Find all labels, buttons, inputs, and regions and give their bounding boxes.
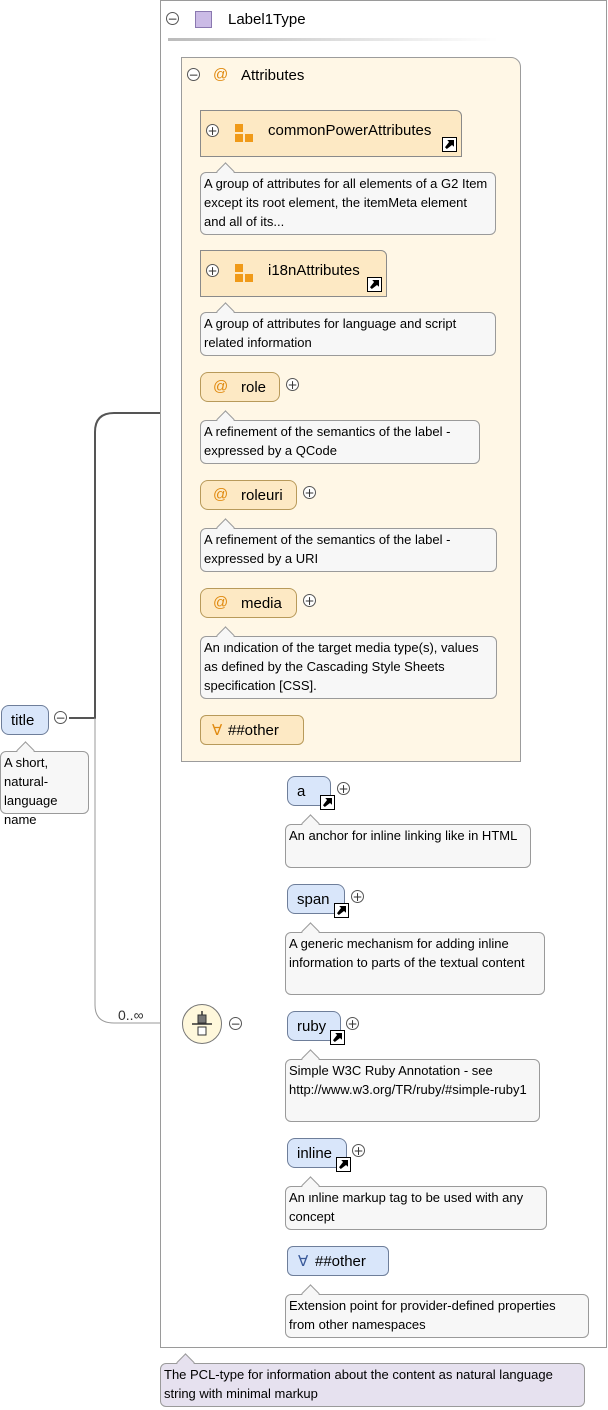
group-name: i18nAttributes bbox=[268, 262, 360, 279]
element-description: An anchor for inline linking like in HTM… bbox=[285, 824, 531, 868]
group-i18nAttributes[interactable] bbox=[200, 250, 387, 297]
group-description: A group of attributes for language and s… bbox=[200, 312, 496, 356]
expand-attribute-toggle[interactable]: + bbox=[286, 378, 299, 392]
attribute-icon: @ bbox=[213, 486, 229, 503]
element-name: title bbox=[11, 712, 35, 729]
group-name: commonPowerAttributes bbox=[268, 122, 432, 139]
collapse-element-toggle[interactable]: − bbox=[54, 711, 67, 725]
element-description: An inline markup tag to be used with any… bbox=[285, 1186, 547, 1230]
element-description: A short, natural-language name bbox=[0, 751, 89, 827]
attribute-any-other[interactable] bbox=[200, 715, 304, 745]
attribute-description: An indication of the target media type(s… bbox=[200, 636, 497, 699]
attribute-role[interactable] bbox=[200, 372, 280, 402]
expand-element-toggle[interactable]: + bbox=[337, 782, 350, 796]
element-title[interactable] bbox=[1, 705, 49, 735]
expand-element-toggle[interactable]: + bbox=[352, 1144, 365, 1158]
choice-compositor-icon[interactable] bbox=[182, 1004, 222, 1044]
attribute-description: A refinement of the semantics of the lab… bbox=[200, 420, 480, 464]
wildcard-icon: ∀ bbox=[212, 722, 223, 739]
group-description: A group of attributes for all elements o… bbox=[200, 172, 496, 235]
attribute-icon: @ bbox=[213, 378, 229, 395]
reference-arrow-icon[interactable] bbox=[330, 1030, 345, 1045]
element-description: Extension point for provider-defined pro… bbox=[285, 1294, 589, 1338]
element-description: A generic mechanism for adding inline in… bbox=[285, 932, 545, 995]
expand-attribute-toggle[interactable]: + bbox=[303, 486, 316, 500]
expand-group-toggle[interactable]: + bbox=[206, 124, 219, 138]
complex-type-icon bbox=[195, 11, 212, 28]
group-commonPowerAttributes[interactable] bbox=[200, 110, 462, 157]
attribute-roleuri[interactable] bbox=[200, 480, 297, 510]
element-name: inline bbox=[297, 1145, 333, 1162]
element-any-other[interactable] bbox=[287, 1246, 389, 1276]
element-name: span bbox=[297, 891, 330, 908]
reference-arrow-icon[interactable] bbox=[334, 903, 349, 918]
reference-arrow-icon[interactable] bbox=[320, 795, 335, 810]
reference-arrow-icon[interactable] bbox=[336, 1157, 351, 1172]
expand-group-toggle[interactable]: + bbox=[206, 264, 219, 278]
type-title: Label1Type bbox=[228, 11, 306, 28]
attribute-name: role bbox=[241, 379, 267, 396]
cardinality-label: 0..∞ bbox=[118, 1007, 144, 1023]
expand-element-toggle[interactable]: + bbox=[351, 890, 364, 904]
element-name: a bbox=[297, 783, 306, 800]
expand-element-toggle[interactable]: + bbox=[346, 1017, 359, 1031]
attribute-name: media bbox=[241, 595, 282, 612]
collapse-attributes-toggle[interactable]: − bbox=[187, 68, 200, 82]
attribute-icon: @ bbox=[213, 594, 229, 611]
expand-attribute-toggle[interactable]: + bbox=[303, 594, 316, 608]
attribute-description: A refinement of the semantics of the lab… bbox=[200, 528, 497, 572]
title-underline bbox=[168, 38, 498, 41]
reference-arrow-icon[interactable] bbox=[442, 137, 457, 152]
collapse-type-toggle[interactable]: − bbox=[166, 12, 179, 26]
collapse-choice-toggle[interactable]: − bbox=[229, 1017, 242, 1031]
attribute-name: roleuri bbox=[241, 487, 283, 504]
element-name: ruby bbox=[297, 1018, 327, 1035]
attribute-media[interactable] bbox=[200, 588, 297, 618]
element-description: Simple W3C Ruby Annotation - see http://… bbox=[285, 1059, 540, 1122]
type-description: The PCL-type for information about the c… bbox=[160, 1363, 585, 1407]
reference-arrow-icon[interactable] bbox=[367, 277, 382, 292]
attribute-group-icon bbox=[235, 264, 253, 282]
attribute-icon: @ bbox=[213, 66, 229, 83]
attribute-group-icon bbox=[235, 124, 253, 142]
element-other-label: ##other bbox=[315, 1253, 366, 1270]
wildcard-icon: ∀ bbox=[298, 1253, 309, 1270]
attributes-title: Attributes bbox=[241, 67, 305, 84]
attribute-other-label: ##other bbox=[228, 722, 279, 739]
